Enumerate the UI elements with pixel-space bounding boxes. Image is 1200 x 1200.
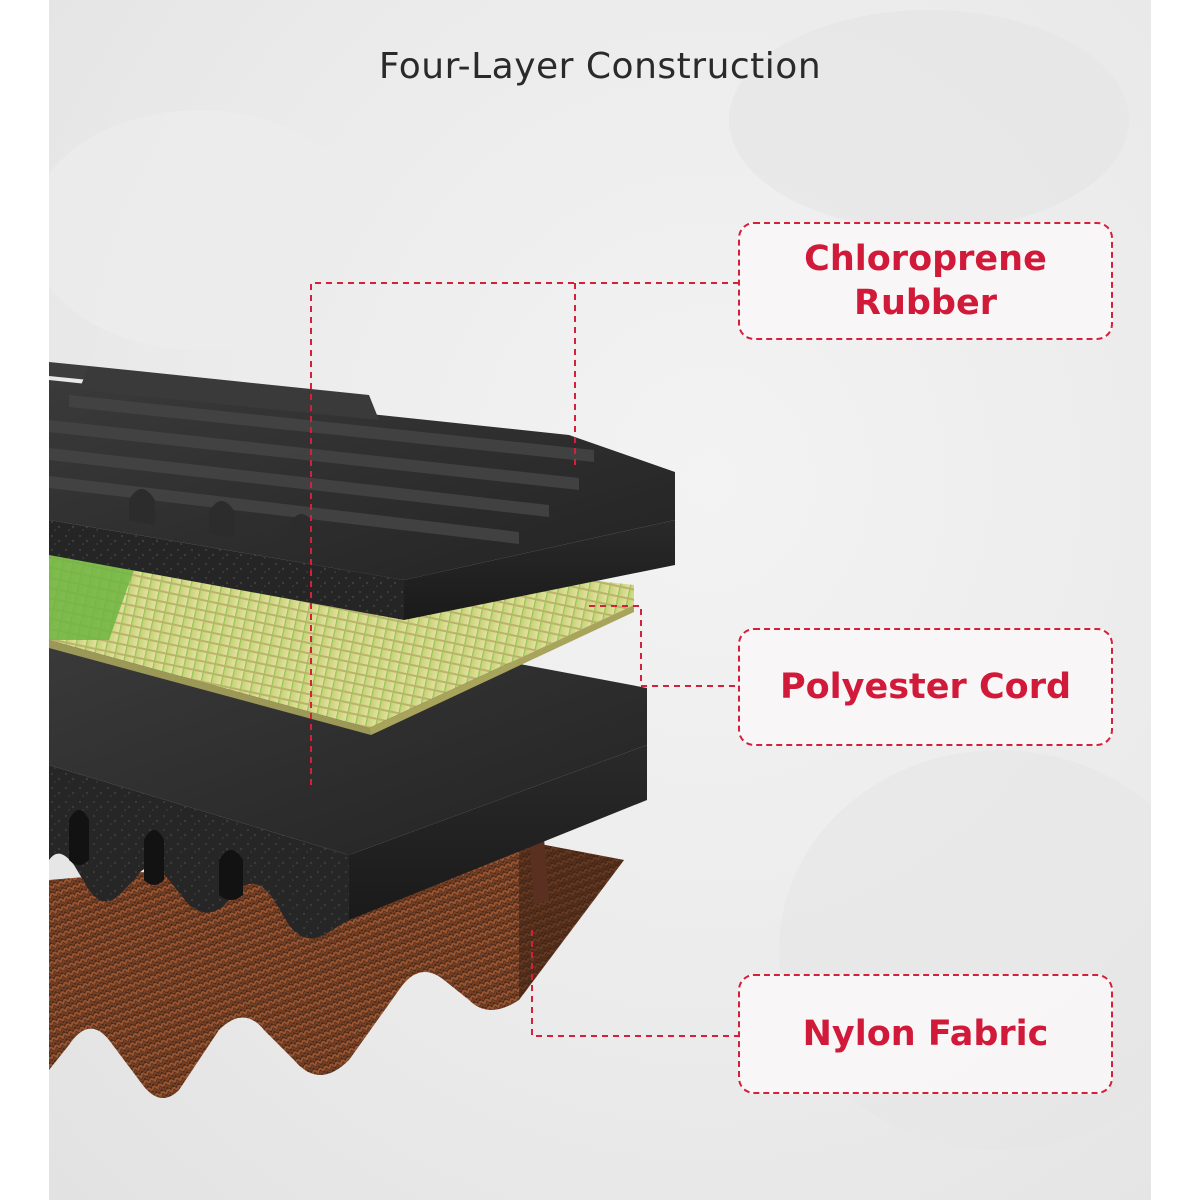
chloroprene-rubber-layer: [49, 362, 675, 620]
lower-rubber-layer: [49, 635, 647, 939]
label-chloroprene-line2: Rubber: [854, 283, 997, 323]
page-title: Four-Layer Construction: [378, 46, 822, 87]
leader-lines: [310, 282, 738, 1037]
diagram-panel: Four-Layer Construction Chloroprene Rubb…: [49, 0, 1151, 1200]
label-chloroprene-line1: Chloroprene: [804, 239, 1047, 279]
belt-layers-illustration: [49, 10, 1151, 1150]
label-polyester-text: Polyester Cord: [779, 667, 1072, 707]
label-polyester-cord: Polyester Cord: [738, 628, 1113, 746]
label-chloroprene-rubber: Chloroprene Rubber: [738, 222, 1113, 340]
label-nylon-text: Nylon Fabric: [802, 1014, 1049, 1054]
label-nylon-fabric: Nylon Fabric: [738, 974, 1113, 1094]
